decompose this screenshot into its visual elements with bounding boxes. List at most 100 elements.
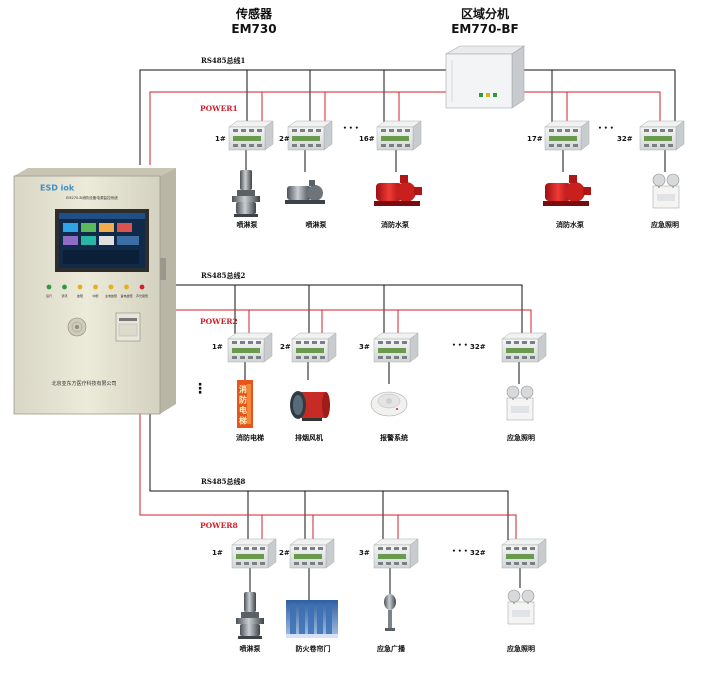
module-number: 16# (359, 135, 375, 143)
em730-sensor-module (227, 332, 273, 363)
device-label: 喷淋泵 (305, 221, 327, 229)
module-number: 32# (470, 343, 486, 351)
zone-model: EM770-BF (451, 22, 519, 36)
sensor-title: 传感器 (235, 7, 272, 21)
field-devices: 消防电梯 (232, 170, 680, 639)
vertical-pump-icon (232, 170, 260, 217)
indicator-label: 故障 (77, 293, 83, 298)
rs485-bus-1-drops (246, 70, 553, 122)
svg-text:ESD iok: ESD iok (40, 184, 75, 193)
em730-sensor-module (228, 120, 274, 151)
module-number: 2# (279, 135, 290, 143)
touch-screen (55, 209, 149, 272)
module-number: 1# (212, 549, 223, 557)
device-label: 喷淋泵 (236, 221, 258, 229)
module-number: 17# (527, 135, 543, 143)
power-1-line (149, 91, 661, 165)
sensor-model: EM730 (231, 22, 277, 36)
indicator-led (139, 284, 145, 290)
svg-text:防: 防 (239, 395, 247, 405)
indicator-label: 运行 (46, 293, 52, 298)
device-label: 应急照明 (507, 434, 535, 442)
em730-sensor-module (231, 538, 277, 569)
rs485-bus-8-label: RS485总线8 (201, 477, 246, 486)
power-2-line (172, 309, 532, 334)
indicator-led (93, 284, 98, 290)
power-2-label: POWER2 (200, 317, 238, 326)
em730-sensor-module (373, 332, 419, 363)
sensor-modules (227, 120, 685, 569)
indicator-label: 备电故障 (120, 293, 132, 298)
device-label: 喷淋泵 (239, 645, 261, 653)
power-1-drops (261, 92, 568, 122)
power-2-drops (248, 310, 399, 334)
vertical-ellipsis: ⋮ (193, 381, 207, 397)
device-label: 应急广播 (377, 645, 405, 653)
indicator-led (77, 284, 83, 290)
module-number: 3# (359, 343, 370, 351)
cabinet-handle (160, 258, 166, 280)
smoke-exhaust-fan-icon (290, 391, 330, 421)
emergency-light-icon (507, 589, 535, 625)
device-label: 消防水泵 (381, 221, 409, 229)
fire-shutter-door-icon (286, 600, 338, 638)
indicator-label: 主电故障 (105, 293, 117, 298)
em730-sensor-module (639, 120, 685, 151)
cabinet-logo: ESD iok (40, 184, 75, 193)
indicator-label: 中断 (92, 293, 98, 298)
device-label: 防火卷帘门 (295, 645, 331, 653)
emergency-light-icon (652, 173, 680, 209)
svg-text:梯: 梯 (239, 416, 247, 426)
indicator-label: 通讯 (61, 293, 67, 298)
em730-sensor-module (501, 538, 547, 569)
microphone-icon (384, 594, 396, 631)
indicator-led (46, 284, 52, 290)
fire-elevator-sign-icon: 消防电梯 (237, 380, 253, 428)
indicator-led (62, 284, 67, 290)
device-label: 应急照明 (651, 221, 679, 229)
speaker-grille (67, 317, 87, 337)
power-8-label: POWER8 (200, 521, 238, 530)
device-label: 报警系统 (380, 434, 408, 442)
module-number: 1# (215, 135, 226, 143)
ellipsis: • • • (598, 125, 614, 132)
ellipsis: • • • (452, 548, 468, 555)
em730-sensor-module (289, 538, 335, 569)
zone-extension-em770 (444, 45, 525, 109)
emergency-light-icon (506, 385, 534, 421)
indicator-led (124, 284, 129, 290)
em730-sensor-module (376, 120, 422, 151)
horizontal-pump-icon (285, 180, 325, 204)
module-number: 32# (617, 135, 633, 143)
rs485-bus-1-label: RS485总线1 (201, 56, 246, 65)
svg-text:电: 电 (239, 405, 247, 415)
rs485-bus-1-line (139, 69, 676, 165)
power-8-line (139, 412, 517, 540)
em730-sensor-module (287, 120, 333, 151)
module-number: 1# (212, 343, 223, 351)
fire-water-pump-icon (374, 175, 422, 206)
power-8-drops (261, 515, 399, 540)
zone-title: 区域分机 (460, 7, 509, 21)
vertical-pump-icon (236, 592, 264, 639)
printer-slot (115, 312, 141, 342)
ellipsis: • • • (343, 125, 359, 132)
module-number: 2# (280, 343, 291, 351)
smoke-detector-icon (370, 391, 408, 417)
em730-sensor-module (544, 120, 590, 151)
svg-text:消: 消 (239, 384, 247, 394)
module-number: 32# (470, 549, 486, 557)
em730-sensor-module (373, 538, 419, 569)
em730-sensor-module (501, 332, 547, 363)
rs485-bus-2-label: RS485总线2 (201, 271, 246, 280)
module-number: 3# (359, 549, 370, 557)
indicator-label: 声光报警 (136, 293, 148, 298)
indicator-lights: 运行 通讯 故障 中断 主电故障备电故障声光报警 (46, 284, 148, 298)
svg-text:北京亚东方医疗科技有限公司: 北京亚东方医疗科技有限公司 (51, 380, 116, 387)
module-number: 2# (279, 549, 290, 557)
power-1-label: POWER1 (200, 104, 238, 113)
indicator-led (108, 284, 114, 290)
device-label: 应急照明 (507, 645, 535, 653)
device-label: 排烟风机 (295, 434, 323, 442)
